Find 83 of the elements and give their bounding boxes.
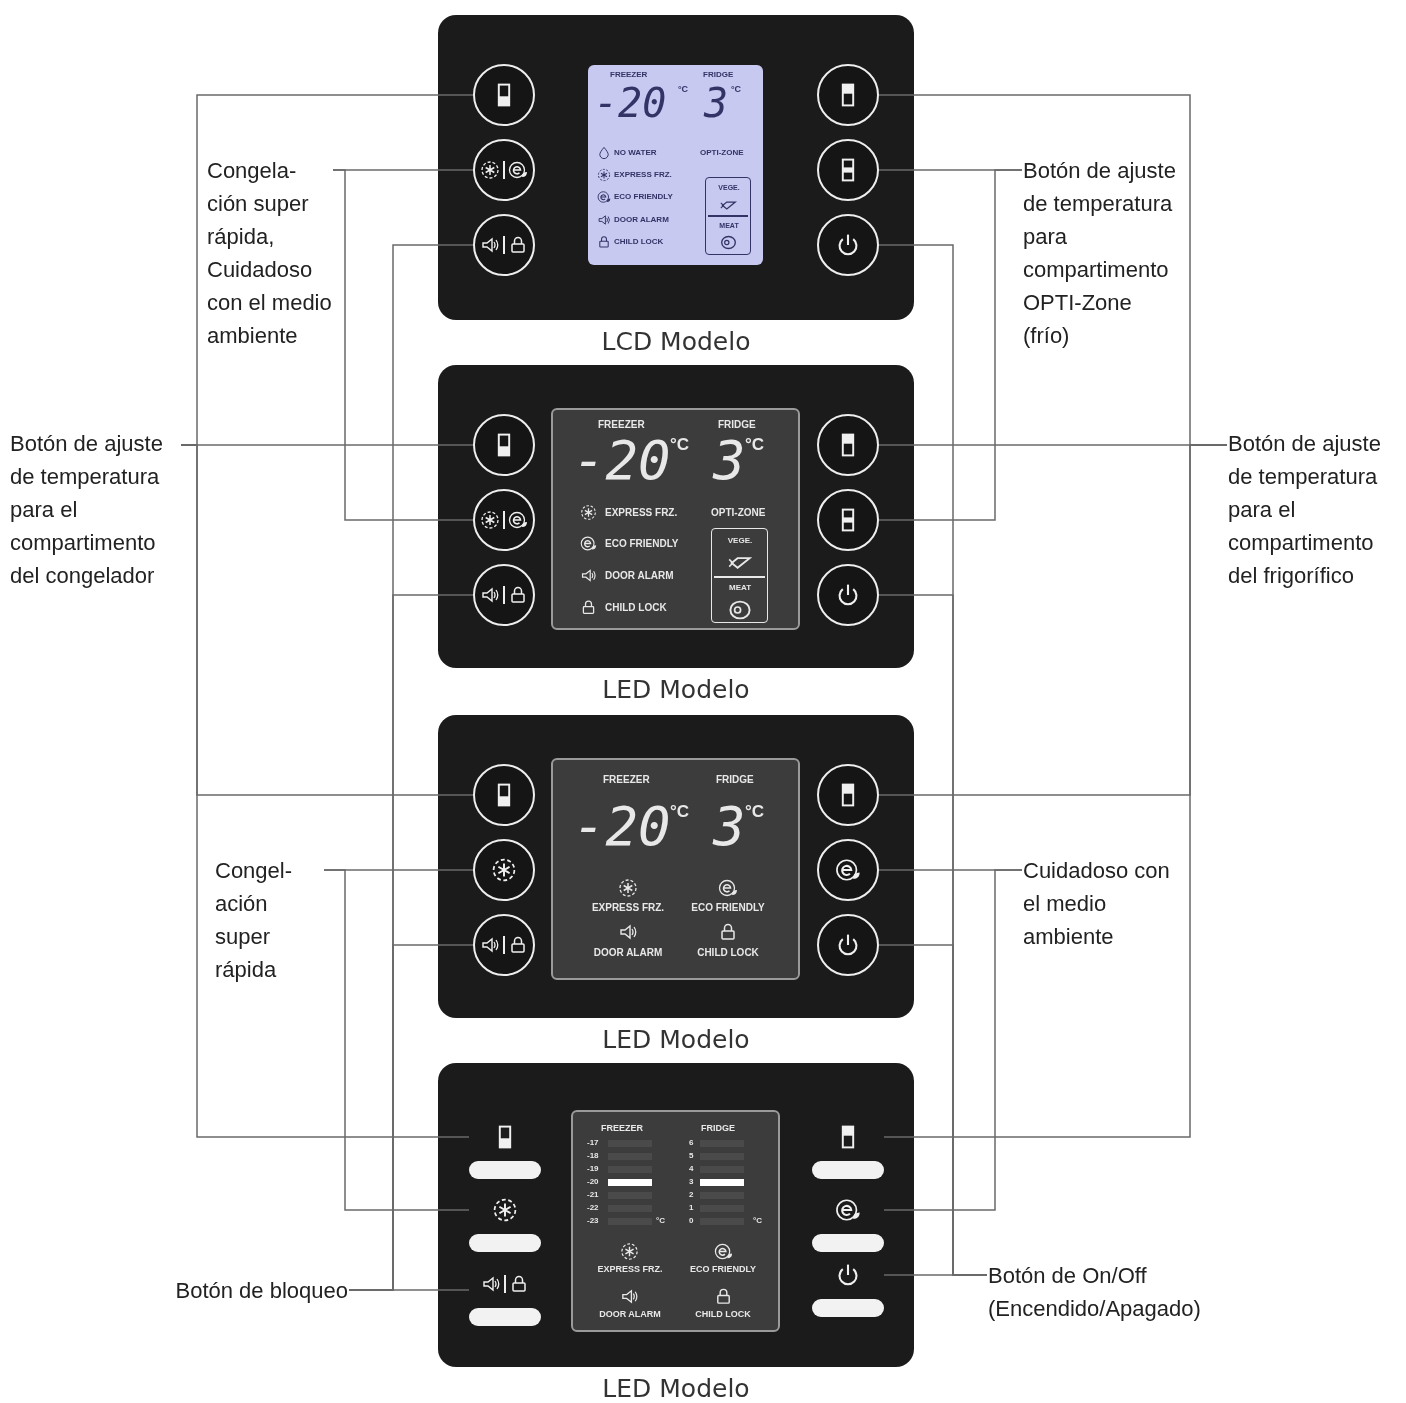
display-text: 0 [689, 1217, 694, 1225]
display-text: ECO FRIENDLY [691, 903, 765, 913]
display-text: -20 [587, 1178, 599, 1186]
display-text: -21 [587, 1191, 599, 1199]
display-text: FREEZER [598, 420, 645, 430]
display-text: ECO FRIENDLY [614, 193, 673, 201]
callout-text: Botón de ajuste de temperatura para compartimento OPTI-Zone (frío) [1023, 154, 1183, 352]
display-text: FRIDGE [701, 1124, 735, 1133]
callout-text: Botón de ajuste de temperatura para el compartimento del congelador [10, 427, 180, 592]
temperature-digits: -20 [573, 434, 671, 488]
temperature-digits: 3 [713, 800, 746, 854]
zone-box [711, 528, 768, 623]
display-text: °C [753, 1217, 762, 1225]
leader-line [332, 169, 474, 521]
display-text: FRIDGE [718, 420, 756, 430]
display-text: °C [678, 85, 689, 94]
display-text: °C [670, 436, 690, 453]
display-text: FREEZER [601, 1124, 643, 1133]
display-text: FREEZER [603, 775, 650, 785]
temperature-digits: 3 [713, 434, 746, 488]
display-text: NO WATER [614, 149, 657, 157]
temperature-digits: -20 [573, 800, 671, 854]
lcd-display [588, 65, 763, 265]
display-text: EXPRESS FRZ. [597, 1265, 663, 1274]
display-text: -23 [587, 1217, 599, 1225]
display-text: °C [656, 1217, 665, 1225]
callout-text: Botón de On/Off (Encendido/Apagado) [988, 1259, 1248, 1325]
display-text: DOOR ALARM [599, 1310, 661, 1319]
display-text: °C [670, 803, 690, 820]
display-text: DOOR ALARM [614, 216, 669, 224]
display-text: CHILD LOCK [697, 948, 759, 958]
display-text: OPTI-ZONE [711, 508, 766, 518]
panel-caption: LCD Modelo [601, 327, 751, 356]
leader-line [883, 444, 1228, 1138]
temperature-digits: 3 [704, 83, 729, 123]
panel-caption: LED Modelo [602, 1025, 750, 1054]
led-display [551, 758, 800, 980]
leader-line [878, 169, 1023, 521]
display-text: °C [731, 85, 742, 94]
display-text: VEGE. [727, 537, 753, 545]
display-text: EXPRESS FRZ. [591, 903, 665, 913]
display-text: CHILD LOCK [614, 238, 664, 246]
display-text: -19 [587, 1165, 599, 1173]
led-display [571, 1110, 780, 1332]
callout-text: Botón de ajuste de temperatura para el compartimento del frigorífico [1228, 427, 1403, 592]
display-text: 6 [689, 1139, 694, 1147]
callout-text: Botón de bloqueo [143, 1274, 348, 1307]
display-text: 3 [689, 1178, 694, 1186]
display-text: DOOR ALARM [605, 571, 674, 581]
display-text: DOOR ALARM [593, 948, 663, 958]
display-text: 4 [689, 1165, 694, 1173]
display-text: -22 [587, 1204, 599, 1212]
zone-box [705, 177, 751, 255]
display-text: FREEZER [610, 71, 648, 79]
leader-line [180, 444, 470, 1138]
panel-caption: LED Modelo [602, 675, 750, 704]
panel-caption: LED Modelo [602, 1374, 750, 1403]
display-text: OPTI-ZONE [700, 149, 744, 157]
display-text: FRIDGE [716, 775, 754, 785]
callout-text: Cuidadoso con el medio ambiente [1023, 854, 1173, 953]
display-text: ECO FRIENDLY [605, 539, 679, 549]
callout-text: Congela- ción super rápida, Cuidadoso con el medio ambiente [207, 154, 332, 352]
display-text: °C [745, 436, 765, 453]
display-text: EXPRESS FRZ. [614, 171, 672, 179]
display-text: CHILD LOCK [605, 603, 667, 613]
display-text: 1 [689, 1204, 694, 1212]
leader-line [323, 869, 470, 1211]
display-text: 2 [689, 1191, 694, 1199]
display-text: CHILD LOCK [695, 1310, 751, 1319]
leader-line [883, 869, 1023, 1211]
led-display [551, 408, 800, 630]
leader-line [883, 1274, 988, 1276]
display-text: °C [745, 803, 765, 820]
display-text: 5 [689, 1152, 694, 1160]
display-text: FRIDGE [703, 71, 734, 79]
leader-line [348, 1289, 470, 1291]
display-text: -17 [587, 1139, 599, 1147]
display-text: MEAT [728, 584, 752, 592]
display-text: EXPRESS FRZ. [605, 508, 678, 518]
display-text: -18 [587, 1152, 599, 1160]
callout-text: Congel- ación super rápida [215, 854, 323, 986]
temperature-digits: -20 [594, 83, 667, 123]
display-text: ECO FRIENDLY [689, 1265, 757, 1274]
